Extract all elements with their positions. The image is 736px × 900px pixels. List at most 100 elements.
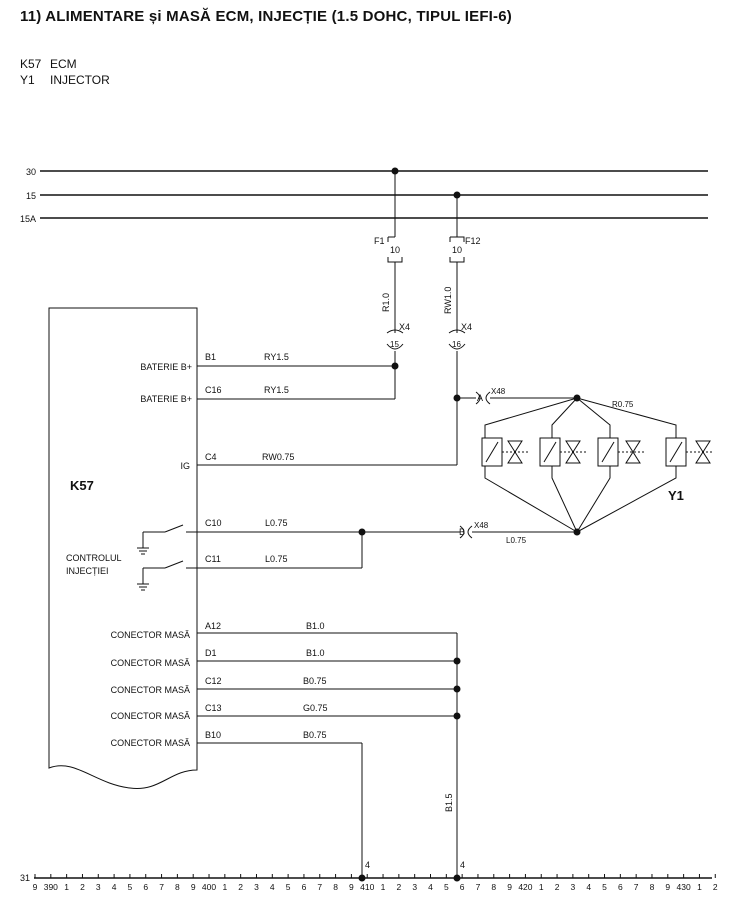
ground-bus-tick-label: 6: [460, 882, 465, 892]
pin-label-c12: CONECTOR MASĂ: [111, 685, 190, 695]
wire-label-c16: RY1.5: [264, 385, 289, 395]
wire-segment: [484, 466, 578, 533]
wire-label-d1: B1.0: [306, 648, 325, 658]
wire-label-f12-drop: RW1.0: [443, 287, 453, 314]
connector-x48-b-arc: [467, 525, 473, 539]
ground-bus-tick-label: 2: [713, 882, 718, 892]
connector-x48-label-a: X48: [491, 387, 506, 396]
connector-x4-arc: [448, 343, 466, 350]
connector-x48-label-b: X48: [474, 521, 489, 530]
ground-bus-tick-label: 6: [143, 882, 148, 892]
pin-label-c4: IG: [180, 461, 190, 471]
injector-valve: [625, 440, 641, 464]
ground-wires: B1.0 B1.0 B0.75 G0.75 B0.75 B1.5 4 4: [197, 621, 465, 882]
control-wires: L0.75 L0.75 B X48 L0.75: [197, 518, 577, 569]
injector-valve: [565, 440, 581, 464]
pin-label-d1: CONECTOR MASĂ: [111, 658, 190, 668]
wire-segment: [551, 466, 578, 533]
connector-x4-label-2: X4: [461, 322, 472, 332]
ground-bus-tick-label: 8: [650, 882, 655, 892]
power-buses: 30 15 15A: [20, 167, 708, 224]
ground-point-label-1: 4: [365, 860, 370, 870]
ground-bus-tick-label: 1: [222, 882, 227, 892]
pin-c10: C10: [205, 518, 222, 528]
fuse-f12-branch: F12 10 RW1.0 X4 16: [443, 191, 481, 465]
ground-bus-tick-label: 4: [270, 882, 275, 892]
junction-dot: [358, 528, 366, 536]
wire-segment: [576, 397, 677, 438]
module-k57-outline: [48, 307, 198, 789]
fuse-f12-top: [449, 236, 465, 242]
wire-label-a12: B1.0: [306, 621, 325, 631]
pin-label-a12: CONECTOR MASĂ: [111, 630, 190, 640]
junction-dot: [453, 657, 461, 665]
pin-c4: C4: [205, 452, 217, 462]
pin-c13: C13: [205, 703, 222, 713]
ground-bus-tick-label: 410: [360, 882, 374, 892]
fuse-f1-bottom: [387, 257, 403, 263]
ground-bus-tick-label: 9: [349, 882, 354, 892]
ground-bus-tick-label: 1: [381, 882, 386, 892]
ground-bus-tick-label: 2: [396, 882, 401, 892]
wire-label-c11: L0.75: [265, 554, 288, 564]
pin-b1: B1: [205, 352, 216, 362]
ground-bus-tick-label: 400: [202, 882, 216, 892]
ground-bus-tick-label: 5: [444, 882, 449, 892]
pin-c12: C12: [205, 676, 222, 686]
ground-bus-tick-label: 3: [412, 882, 417, 892]
ground-bus-tick-label: 4: [112, 882, 117, 892]
connector-x4-pin16: 16: [452, 340, 461, 349]
connector-x48-b: B: [459, 527, 465, 537]
connector-x4-label: X4: [399, 322, 410, 332]
ground-bus-tick-label: 1: [64, 882, 69, 892]
wire-label-c13: G0.75: [303, 703, 328, 713]
injector-supply: A X48 R0.75 Y1: [457, 387, 714, 536]
fuse-f1-name: F1: [374, 236, 385, 246]
fuse-f1-branch: F1 10 R1.0 X4 15: [374, 167, 410, 399]
ground-bus-tick-label: 3: [254, 882, 259, 892]
legend-code-k57: K57: [20, 57, 42, 71]
wire-label-c12: B0.75: [303, 676, 327, 686]
injector-valve: [695, 440, 711, 464]
injector-label-y1: Y1: [668, 488, 684, 503]
ground-bus-tick-label: 7: [476, 882, 481, 892]
fuse-f12-name: F12: [465, 236, 481, 246]
ground-bus-tick-label: 9: [507, 882, 512, 892]
connector-x4-arc: [386, 343, 404, 350]
ground-bus-tick-label: 7: [317, 882, 322, 892]
ground-bus-tick-label: 4: [586, 882, 591, 892]
injector-coil: [669, 441, 683, 463]
ground-bus-tick-label: 8: [333, 882, 338, 892]
legend-name-k57: ECM: [50, 57, 77, 71]
wire-segment: [576, 397, 611, 438]
pin-label-c13: CONECTOR MASĂ: [111, 711, 190, 721]
ground-point-label-2: 4: [460, 860, 465, 870]
pin-label-c16: BATERIE B+: [140, 394, 192, 404]
wire-segment: [551, 397, 578, 438]
junction-dot: [453, 712, 461, 720]
ground-bus-tick-label: 1: [539, 882, 544, 892]
wire-label-c4: RW0.75: [262, 452, 294, 462]
fuse-f1-rating: 10: [390, 245, 400, 255]
wire-label-inj-top: R0.75: [612, 400, 634, 409]
ground-bus-tick-label: 430: [677, 882, 691, 892]
pin-d1: D1: [205, 648, 217, 658]
ground-bus-tick-label: 5: [286, 882, 291, 892]
connector-x4-pin15: 15: [390, 340, 399, 349]
bus-label-30: 30: [26, 167, 36, 177]
pin-c16: C16: [205, 385, 222, 395]
connector-x4-arc: [448, 329, 466, 334]
injector-coil: [601, 441, 615, 463]
switch-blade: [164, 524, 184, 533]
fuse-f1-top: [387, 236, 395, 242]
ground-bus-label: 31: [20, 873, 30, 883]
fuse-f12-bottom: [449, 257, 465, 263]
wire-label-b1: RY1.5: [264, 352, 289, 362]
ground-bus-tick-label: 2: [238, 882, 243, 892]
connector-x4-arc: [386, 329, 404, 334]
ground-bus-tick-label: 390: [44, 882, 58, 892]
ground-bus-tick-label: 420: [518, 882, 532, 892]
wire-segment: [576, 466, 677, 533]
